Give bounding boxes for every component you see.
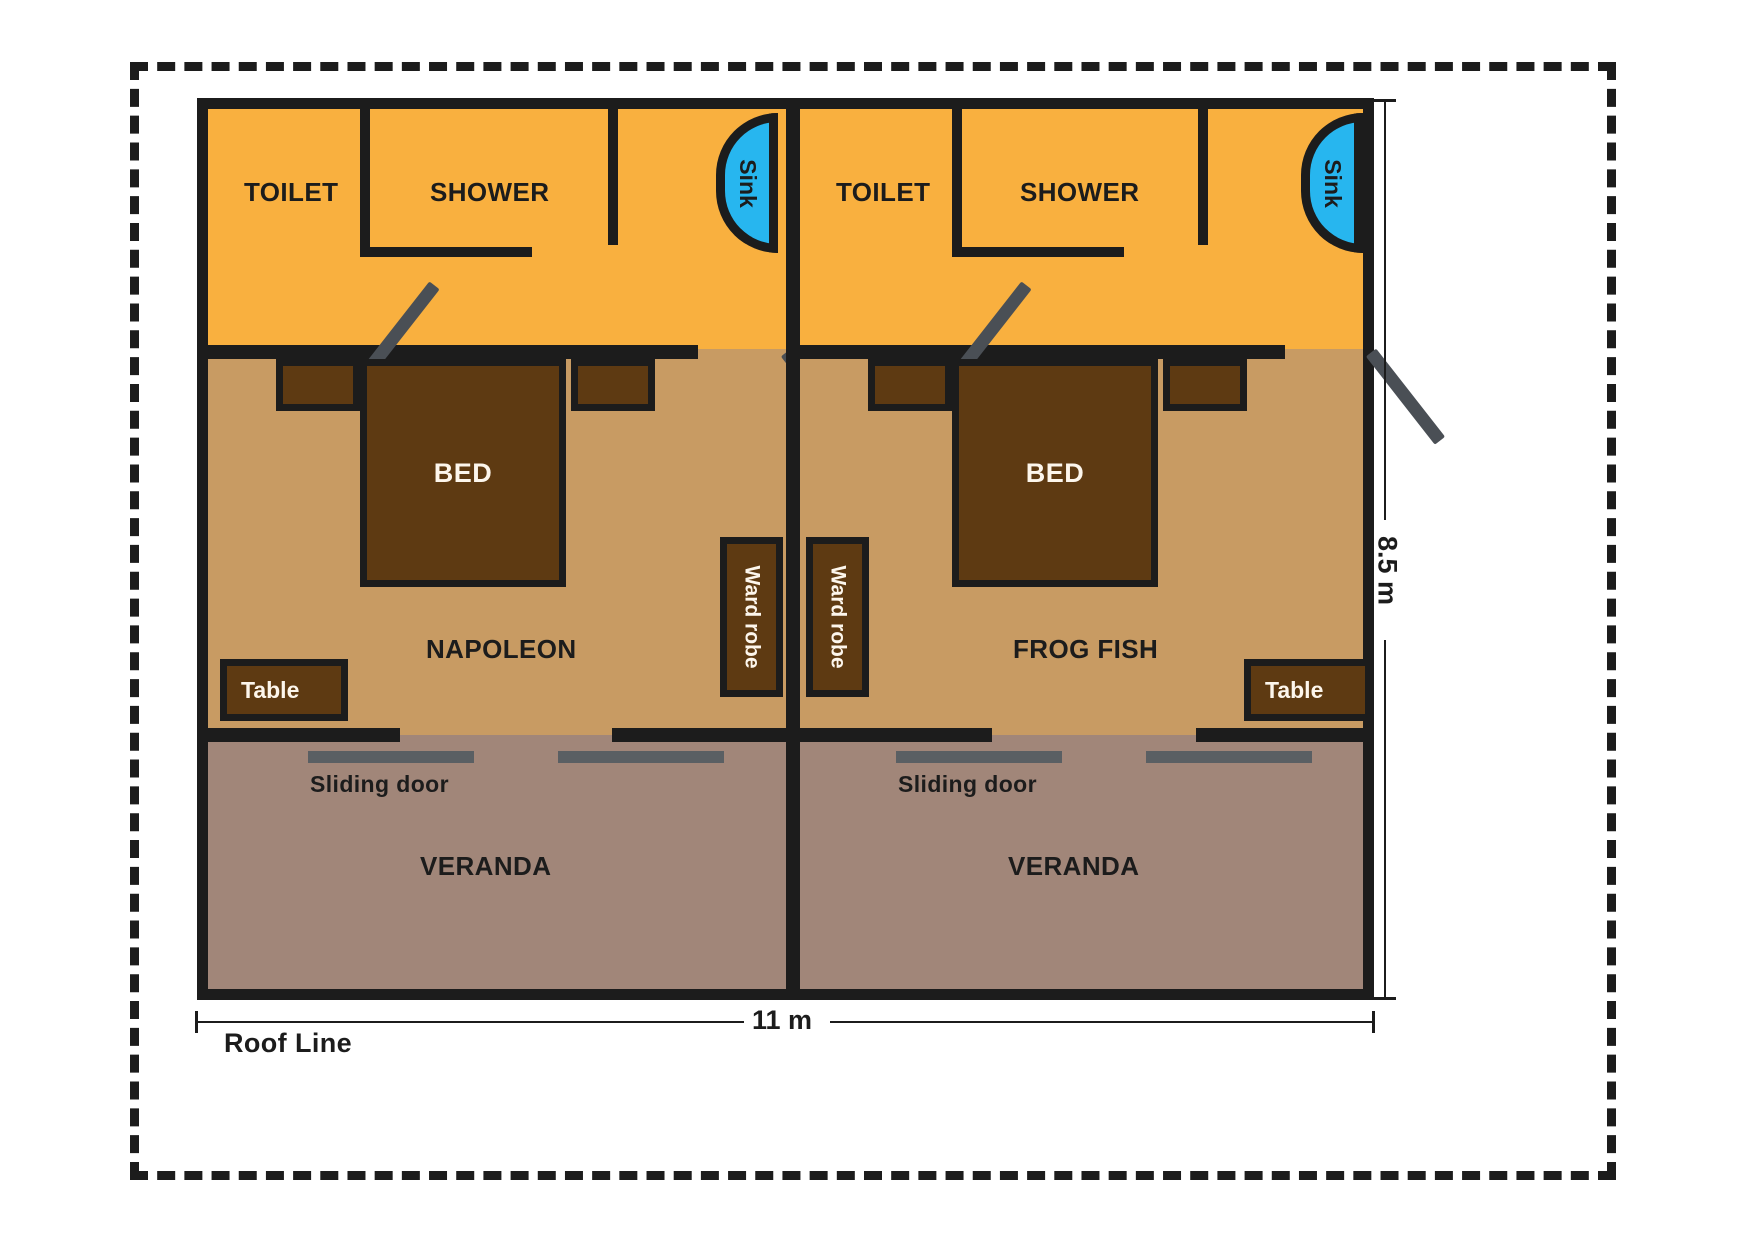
dimension-tick-top	[1374, 99, 1396, 102]
nightstand-left-a	[276, 359, 360, 411]
building-outline: Sink BED Table Ward robe NAPOLEON Slidi	[197, 98, 1446, 1000]
shower-label-left: SHOWER	[430, 177, 550, 207]
sliding-panel-right-a	[896, 751, 1062, 763]
wall-veranda-right-seg1	[800, 728, 992, 742]
veranda-label-left: VERANDA	[420, 851, 552, 881]
toilet-label-left: TOILET	[244, 177, 339, 207]
wall-veranda-left-seg2	[612, 728, 786, 742]
bathroom-zone-right	[800, 109, 1363, 349]
dimension-line-vertical	[1384, 100, 1386, 520]
wall-toilet-shower-right	[952, 109, 962, 257]
room-label-left: NAPOLEON	[426, 634, 577, 664]
room-label-right: FROG FISH	[1013, 634, 1159, 664]
dimension-tick-left	[195, 1011, 198, 1033]
dimension-tick-right	[1372, 1011, 1375, 1033]
nightstand-left-b	[571, 359, 655, 411]
nightstand-right-b	[1163, 359, 1247, 411]
wall-toilet-shower-left	[360, 109, 370, 257]
shower-label-right: SHOWER	[1020, 177, 1140, 207]
dimension-label-height: 8.5 m	[1372, 535, 1403, 606]
wardrobe-right: Ward robe	[806, 537, 869, 697]
wall-bathroom-bedroom-left	[208, 345, 698, 359]
sink-label-left: Sink	[734, 158, 761, 208]
sink-label-right: Sink	[1319, 158, 1346, 208]
wardrobe-label-left: Ward robe	[740, 565, 764, 669]
bed-label-left: BED	[433, 457, 493, 488]
sliding-panel-left-b	[558, 751, 724, 763]
bed-left: BED	[360, 359, 566, 587]
dimension-line-horizontal-left	[196, 1021, 744, 1023]
dimension-line-horizontal-right	[830, 1021, 1374, 1023]
wall-bathroom-bedroom-right	[800, 345, 1285, 359]
bathroom-zone-left	[208, 109, 786, 349]
wall-shower-bottom-left	[360, 247, 532, 257]
table-label-left: Table	[241, 676, 300, 703]
nightstand-right-a	[868, 359, 952, 411]
wall-party-center	[786, 109, 800, 989]
toilet-label-right: TOILET	[836, 177, 931, 207]
veranda-label-right: VERANDA	[1008, 851, 1140, 881]
sliding-panel-right-b	[1146, 751, 1312, 763]
table-left: Table	[220, 659, 348, 721]
table-right: Table	[1244, 659, 1372, 721]
wardrobe-label-right: Ward robe	[826, 565, 850, 669]
bed-label-right: BED	[1025, 457, 1085, 488]
sliding-panel-left-a	[308, 751, 474, 763]
wall-veranda-left-seg1	[208, 728, 400, 742]
table-label-right: Table	[1265, 676, 1324, 703]
sliding-door-label-right: Sliding door	[898, 771, 1037, 797]
wall-shower-right-right	[1198, 109, 1208, 245]
dimension-line-vertical-lower	[1384, 640, 1386, 998]
dimension-label-width: 11 m	[752, 1005, 813, 1035]
wall-veranda-right-seg2	[1196, 728, 1363, 742]
dimension-tick-bottom	[1374, 997, 1396, 1000]
sliding-door-label-left: Sliding door	[310, 771, 449, 797]
bed-right: BED	[952, 359, 1158, 587]
wardrobe-left: Ward robe	[720, 537, 783, 697]
wall-shower-bottom-right	[952, 247, 1124, 257]
veranda-zone-left	[208, 735, 786, 989]
wall-shower-right-left	[608, 109, 618, 245]
veranda-zone-right	[800, 735, 1363, 989]
roof-line-label: Roof Line	[224, 1028, 353, 1058]
roof-line-boundary	[130, 62, 1616, 1180]
